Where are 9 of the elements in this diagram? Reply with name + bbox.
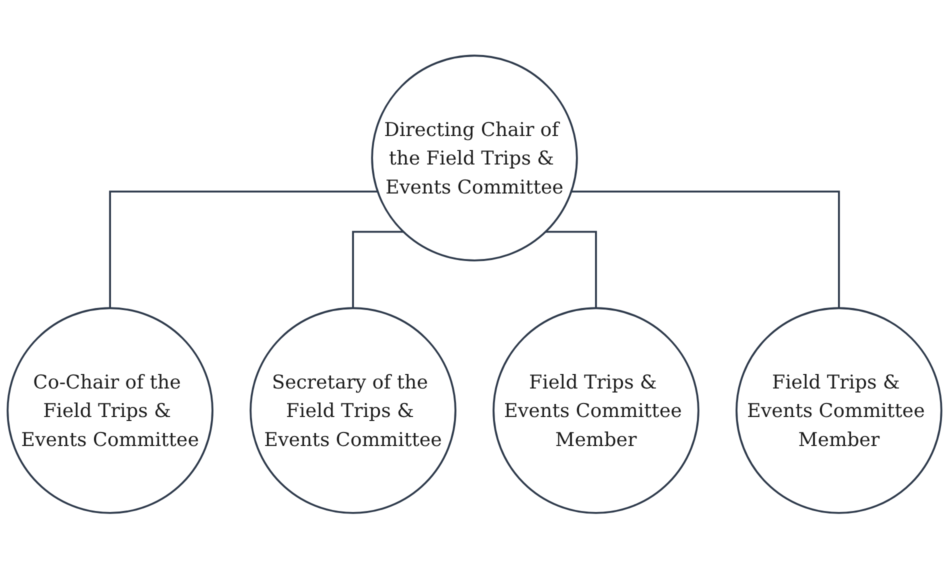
node-circle: Secretary of the Field Trips & Events Committee xyxy=(250,307,456,514)
connector xyxy=(109,190,378,308)
connector xyxy=(571,190,840,308)
node-circle: Field Trips & Events Committee Member xyxy=(736,307,942,514)
node-circle: Co-Chair of the Field Trips & Events Committee xyxy=(6,307,214,514)
connector xyxy=(352,231,404,308)
node-circle: Field Trips & Events Committee Member xyxy=(492,307,700,514)
connector xyxy=(546,231,597,308)
node-circle: Directing Chair of the Field Trips & Events Committee xyxy=(371,54,578,262)
